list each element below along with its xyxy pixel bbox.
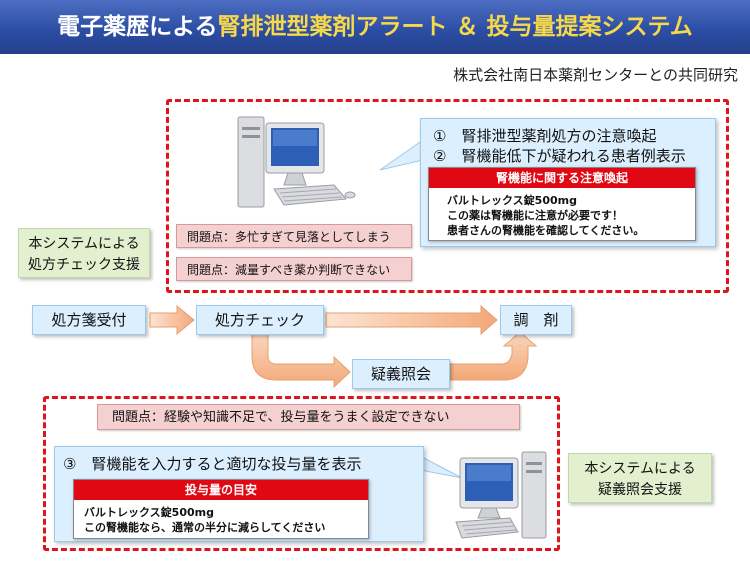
title-highlight: 腎排泄型薬剤アラート ＆ 投与量提案システム bbox=[217, 14, 693, 40]
bottom-dashed-region bbox=[43, 396, 560, 551]
alert-drug-name: バルトレックス錠500mg bbox=[447, 194, 577, 207]
top-callout-tail bbox=[379, 139, 424, 171]
problem-dose-setting: 問題点：経験や知識不足で、投与量をうまく設定できない bbox=[97, 404, 520, 430]
label-line1: 本システムによる bbox=[584, 461, 696, 477]
subtitle: 株式会社南日本薬剤センターとの共同研究 bbox=[453, 66, 738, 84]
label-line2: 処方チェック支援 bbox=[28, 257, 140, 273]
alert-warning: この薬は腎機能に注意が必要です！ bbox=[447, 209, 623, 222]
arrow-inquiry-to-dispense bbox=[449, 331, 538, 381]
label-line2: 疑義照会支援 bbox=[598, 482, 682, 498]
flow-dispensing: 調 剤 bbox=[500, 305, 572, 335]
arrow-check-to-dispense bbox=[325, 304, 498, 336]
flow-inquiry: 疑義照会 bbox=[352, 359, 450, 389]
alert-drug-name: バルトレックス錠500mg bbox=[84, 506, 214, 519]
problem-dose-judgement: 問題点：減量すべき薬か判断できない bbox=[176, 257, 412, 281]
alert-instruction: 患者さんの腎機能を確認してください。 bbox=[447, 224, 645, 237]
top-callout: ① 腎排泄型薬剤処方の注意喚起 ② 腎機能低下が疑われる患者例表示 腎機能に関す… bbox=[420, 118, 716, 247]
prescription-check-support-label: 本システムによる 処方チェック支援 bbox=[18, 228, 150, 278]
title-bar bbox=[0, 0, 750, 54]
flow-prescription-receipt: 処方箋受付 bbox=[32, 305, 146, 335]
page-title: 電子薬歴による腎排泄型薬剤アラート ＆ 投与量提案システム bbox=[0, 0, 750, 54]
label-line1: 本システムによる bbox=[28, 236, 140, 252]
inquiry-support-label: 本システムによる 疑義照会支援 bbox=[568, 453, 712, 503]
problem-overlooking: 問題点：多忙すぎて見落としてしまう bbox=[176, 224, 412, 248]
computer-icon-bottom bbox=[455, 451, 547, 539]
arrow-receive-to-check bbox=[149, 304, 195, 336]
alert-dose-advice: この腎機能なら、通常の半分に減らしてください bbox=[84, 521, 326, 534]
dose-guide-dialog: 投与量の目安 バルトレックス錠500mg この腎機能なら、通常の半分に減らしてく… bbox=[73, 479, 369, 539]
computer-icon-top bbox=[237, 116, 356, 208]
kidney-alert-dialog: 腎機能に関する注意喚起 バルトレックス錠500mg この薬は腎機能に注意が必要で… bbox=[428, 167, 696, 241]
callout-item-1: ① 腎排泄型薬剤処方の注意喚起 bbox=[433, 127, 657, 145]
title-prefix: 電子薬歴による bbox=[57, 14, 218, 40]
bottom-callout-tail bbox=[419, 455, 463, 479]
alert-header: 腎機能に関する注意喚起 bbox=[429, 168, 695, 188]
bottom-callout: ③ 腎機能を入力すると適切な投与量を表示 投与量の目安 バルトレックス錠500m… bbox=[54, 446, 424, 542]
flow-prescription-check: 処方チェック bbox=[196, 305, 324, 335]
callout-item-3: ③ 腎機能を入力すると適切な投与量を表示 bbox=[63, 455, 362, 473]
arrow-check-to-inquiry bbox=[251, 333, 351, 389]
callout-item-2: ② 腎機能低下が疑われる患者例表示 bbox=[433, 147, 686, 165]
top-dashed-region bbox=[166, 99, 729, 293]
alert-header: 投与量の目安 bbox=[74, 480, 368, 500]
